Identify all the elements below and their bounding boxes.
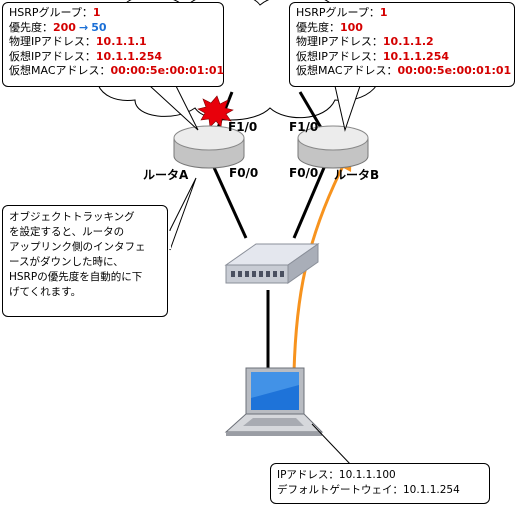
router-b-virtual-mac-row: 仮想MACアドレス：00:00:5e:00:01:01 — [296, 64, 512, 77]
router-a-virtual-ip: 10.1.1.254 — [95, 49, 163, 63]
router-b-virtual-ip-row: 仮想IPアドレス：10.1.1.254 — [296, 49, 450, 63]
router-b-virtual-ip: 10.1.1.254 — [382, 49, 450, 63]
router-b-uplink-port-label: F1/0 — [289, 120, 319, 134]
tracking-note-line: げてくれます。 — [9, 286, 82, 298]
tracking-note-line: アップリンク側のインタフェ — [9, 241, 146, 253]
router-a-virtual-mac-row: 仮想MACアドレス：00:00:5e:00:01:01 — [9, 64, 225, 77]
router-b-info-box: HSRPグループ：1 優先度：100 物理IPアドレス：10.1.1.2 仮想I… — [289, 2, 515, 87]
failure-burst-icon — [197, 95, 234, 128]
router-a-priority-row: 優先度：200→50 — [9, 20, 107, 34]
router-a-icon — [173, 125, 245, 169]
pc-ip-address: IPアドレス：10.1.1.100 — [277, 469, 396, 481]
priority-change-arrow-icon: → — [78, 20, 89, 34]
router-b-physical-ip-row: 物理IPアドレス：10.1.1.2 — [296, 35, 434, 48]
router-a-physical-ip-row: 物理IPアドレス：10.1.1.1 — [9, 35, 147, 48]
router-b-virtual-mac: 00:00:5e:00:01:01 — [397, 64, 512, 77]
laptop-icon — [224, 367, 324, 436]
switch-icon — [224, 243, 320, 284]
link-router-a-switch — [210, 162, 248, 239]
tracking-note-line: を設定すると、ルータの — [9, 226, 125, 238]
router-a-group-value: 1 — [92, 6, 101, 19]
router-b-icon — [297, 125, 369, 169]
router-a-virtual-mac: 00:00:5e:00:01:01 — [110, 64, 225, 77]
tracking-note-line: HSRPの優先度を自動的に下 — [9, 271, 143, 283]
router-a-group-row: HSRPグループ：1 — [9, 6, 101, 19]
callout-pointer-b — [334, 85, 361, 132]
link-router-b-switch — [292, 162, 328, 239]
router-b-downlink-port-label: F0/0 — [289, 166, 319, 180]
tracking-note-box: オブジェクトトラッキング を設定すると、ルータの アップリンク側のインタフェ ー… — [2, 205, 168, 317]
router-b-group-row: HSRPグループ：1 — [296, 6, 388, 19]
pc-default-gateway: デフォルトゲートウェイ：10.1.1.254 — [277, 484, 460, 496]
router-b-group-value: 1 — [379, 6, 388, 19]
router-a-virtual-ip-row: 仮想IPアドレス：10.1.1.254 — [9, 49, 163, 63]
router-a-info-box: HSRPグループ：1 優先度：200→50 物理IPアドレス：10.1.1.1 … — [2, 2, 224, 87]
router-a-physical-ip: 10.1.1.1 — [95, 35, 147, 48]
router-a-uplink-port-label: F1/0 — [228, 120, 258, 134]
router-a-priority-from: 200 — [53, 20, 76, 34]
router-a-label: ルータA — [143, 168, 189, 182]
router-b-priority-row: 優先度：100 — [296, 20, 363, 34]
router-a-priority-to: 50 — [91, 20, 107, 34]
callout-pointer-pc — [311, 423, 353, 467]
tracking-note-line: ースがダウンした時に、 — [9, 256, 124, 268]
router-a-downlink-port-label: F0/0 — [229, 166, 259, 180]
router-b-physical-ip: 10.1.1.2 — [382, 35, 434, 48]
callout-pointer-note — [169, 177, 197, 251]
router-b-label: ルータB — [334, 168, 380, 182]
pc-info-box: IPアドレス：10.1.1.100 デフォルトゲートウェイ：10.1.1.254 — [270, 463, 490, 504]
router-b-priority-value: 100 — [340, 20, 363, 34]
tracking-note-line: オブジェクトトラッキング — [9, 211, 135, 223]
